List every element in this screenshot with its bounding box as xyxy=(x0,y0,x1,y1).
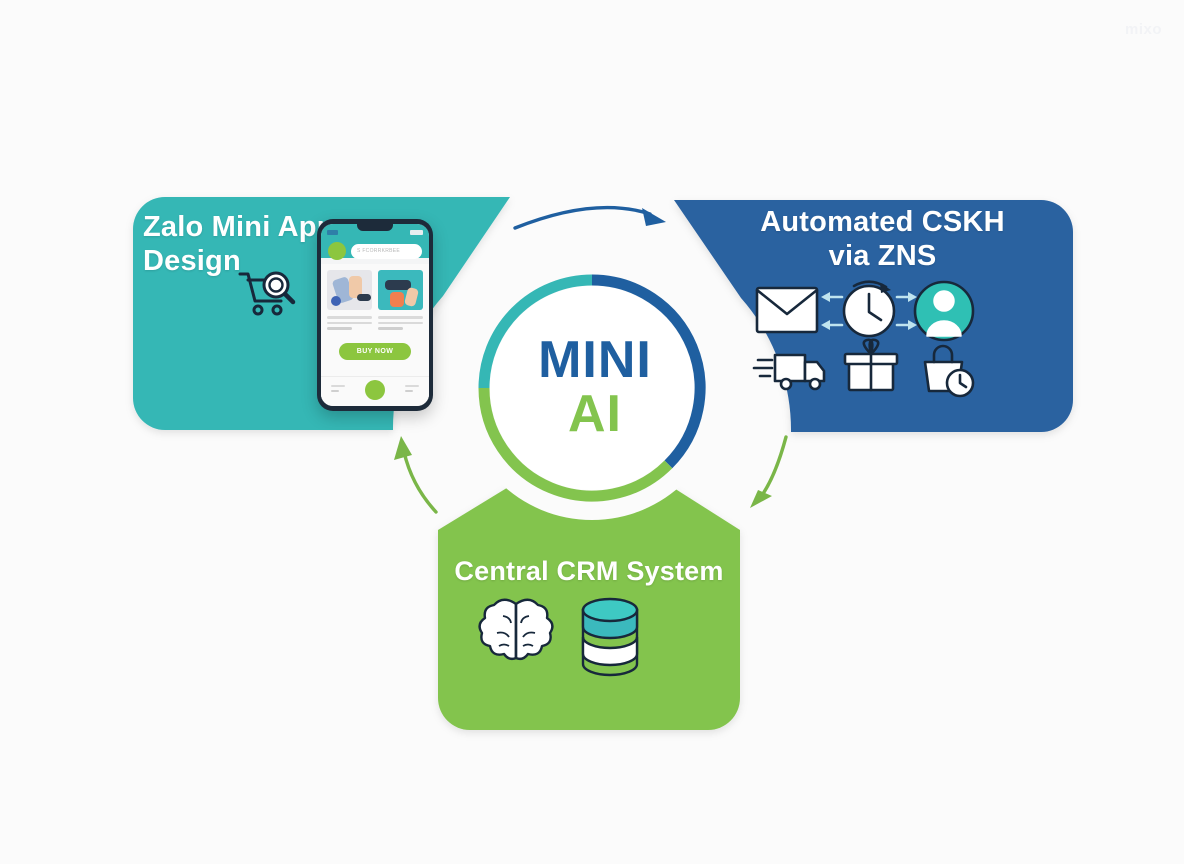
buy-now-button[interactable]: BUY NOW xyxy=(339,342,411,360)
watermark-label: mixo xyxy=(1124,21,1162,38)
refresh-arrow-icon xyxy=(852,280,891,293)
phone-product-cards xyxy=(327,270,423,310)
zns-icon-group xyxy=(752,280,975,398)
phone-screen: S FCORRKRBEE xyxy=(321,224,429,406)
magnifier-icon xyxy=(262,271,296,305)
shopping-cart-search-icon xyxy=(238,271,296,316)
envelope-icon xyxy=(755,286,819,334)
phone-notch xyxy=(357,224,393,231)
phone-search-row: S FCORRKRBEE xyxy=(321,240,429,262)
flow-arrows-icon xyxy=(821,292,917,330)
center-logo-line1: MINI xyxy=(538,331,652,389)
arrow-right-to-bottom xyxy=(750,435,788,508)
clock-icon xyxy=(842,284,896,338)
panel-title-automated-cskh: Automated CSKH via ZNS xyxy=(760,206,1005,273)
panel-title-zalo-mini-app: Zalo Mini App Design xyxy=(143,211,335,278)
tab-item-right[interactable] xyxy=(405,385,419,394)
status-signal-icon xyxy=(327,230,338,235)
panel-title-central-crm: Central CRM System xyxy=(454,556,724,586)
product-card-2[interactable] xyxy=(378,270,423,310)
center-logo-text: MINI AI xyxy=(470,331,720,444)
product-card-1[interactable] xyxy=(327,270,372,310)
delivery-truck-icon xyxy=(752,353,826,391)
arrow-bottom-to-left xyxy=(394,436,438,514)
gift-icon xyxy=(843,338,899,392)
crm-icon-group xyxy=(478,597,639,677)
shopping-bag-clock-icon xyxy=(923,344,975,398)
phone-search-input[interactable]: S FCORRKRBEE xyxy=(351,243,422,259)
brain-icon xyxy=(478,598,554,661)
center-logo-line2: AI xyxy=(568,385,622,444)
center-ring xyxy=(478,274,706,502)
tab-fab-button[interactable] xyxy=(365,379,385,400)
tab-item-left[interactable] xyxy=(331,385,345,394)
phone-text-lines xyxy=(327,316,423,333)
arrow-left-to-right xyxy=(513,205,666,230)
status-battery-icon xyxy=(410,230,423,235)
smartphone-mockup: S FCORRKRBEE xyxy=(317,219,433,411)
user-avatar-icon xyxy=(913,280,975,342)
database-icon xyxy=(581,597,639,677)
phone-tabbar xyxy=(321,376,429,402)
phone-avatar xyxy=(328,242,346,260)
